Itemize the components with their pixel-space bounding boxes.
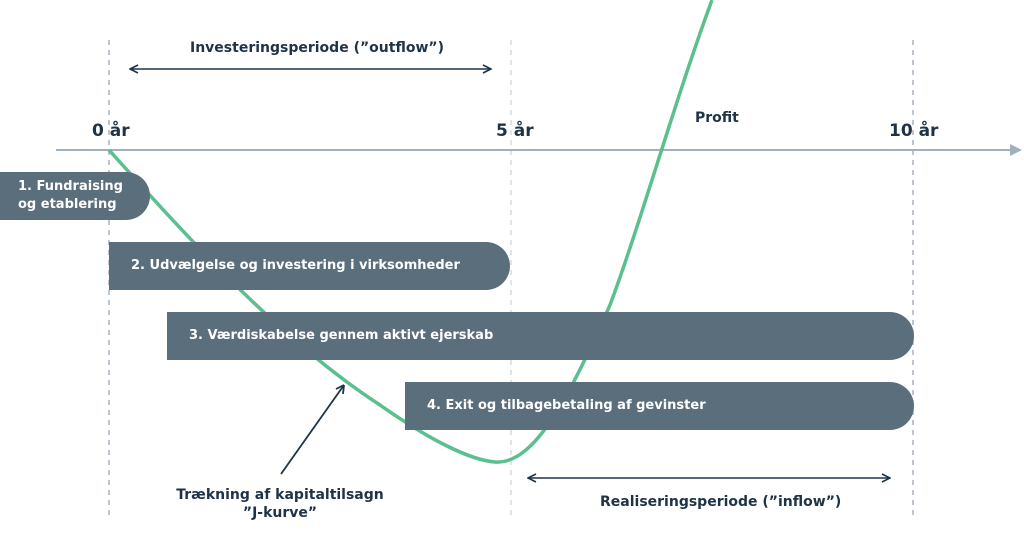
phase-1-bar: 1. Fundraising og etablering: [0, 172, 150, 220]
j-curve-caption-line1: Trækning af kapitaltilsagn: [176, 487, 384, 503]
phase-2-bar: 2. Udvælgelse og investering i virksomhe…: [109, 242, 510, 290]
phase-3-label: 3. Værdiskabelse gennem aktivt ejerskab: [189, 328, 494, 344]
realisation-period-label: Realiseringsperiode (”inflow”): [600, 494, 842, 510]
timeline-arrowhead: [1010, 144, 1022, 156]
phase-2-label: 2. Udvælgelse og investering i virksomhe…: [131, 258, 460, 274]
j-curve-caption: Trækning af kapitaltilsagn ”J-kurve”: [160, 486, 400, 522]
phase-1-line1: 1. Fundraising: [18, 179, 123, 195]
investment-period-label: Investeringsperiode (”outflow”): [190, 40, 444, 56]
phase-4-label: 4. Exit og tilbagebetaling af gevinster: [427, 398, 706, 414]
tick-label-5: 5 år: [496, 121, 534, 141]
j-curve: [107, 0, 714, 464]
j-curve-caption-line2: ”J-kurve”: [242, 505, 318, 522]
j-curve-pointer: [280, 384, 345, 475]
tick-label-10: 10 år: [889, 121, 939, 141]
phase-3-bar: 3. Værdiskabelse gennem aktivt ejerskab: [167, 312, 914, 360]
phase-4-bar: 4. Exit og tilbagebetaling af gevinster: [405, 382, 914, 430]
phase-1-line2: og etablering: [18, 197, 117, 212]
profit-label: Profit: [695, 110, 739, 126]
tick-label-0: 0 år: [92, 121, 130, 141]
j-curve-pointer-head: [335, 384, 345, 395]
